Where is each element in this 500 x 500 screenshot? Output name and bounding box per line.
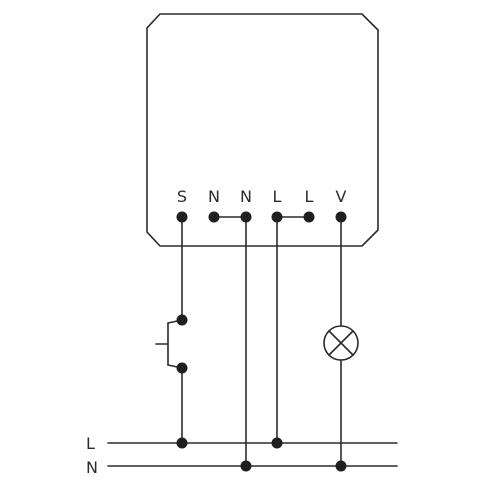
terminal-label-s: S — [177, 187, 187, 206]
line-bus-label: L — [86, 434, 95, 453]
terminal-dot-l1 — [271, 211, 283, 223]
lamp-icon — [323, 325, 359, 361]
terminal-label-l1: L — [273, 187, 282, 206]
switch-contact-top — [176, 314, 188, 326]
terminal-dot-s — [176, 211, 188, 223]
push-button-switch-icon — [155, 319, 183, 369]
terminal-label-n1: N — [208, 187, 220, 206]
terminal-dot-v — [335, 211, 347, 223]
switch-contact-bottom — [176, 362, 188, 374]
terminal-dot-l2 — [303, 211, 315, 223]
terminal-label-v: V — [336, 187, 347, 206]
neutral-bus-label: N — [86, 458, 98, 477]
junction-line-s — [176, 437, 188, 449]
junction-neutral-lamp — [335, 460, 347, 472]
device-housing — [146, 13, 379, 247]
terminal-label-n2: N — [240, 187, 252, 206]
junction-line-l — [271, 437, 283, 449]
junction-neutral-n — [240, 460, 252, 472]
terminal-dot-n1 — [208, 211, 220, 223]
terminal-dot-n2 — [240, 211, 252, 223]
terminal-label-l2: L — [305, 187, 314, 206]
